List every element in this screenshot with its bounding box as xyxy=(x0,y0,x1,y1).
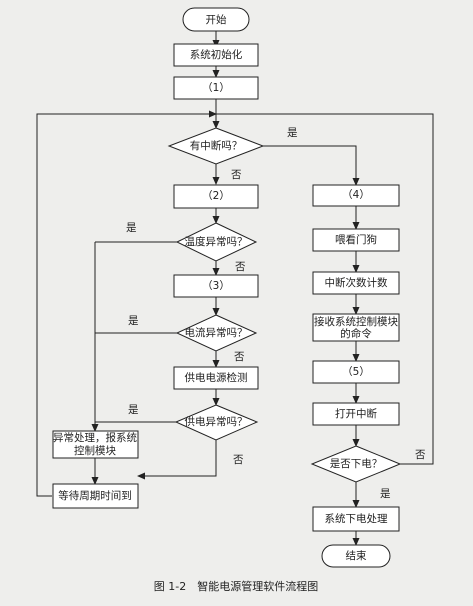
exception-label-line1: 异常处理，报系统 xyxy=(53,431,137,444)
open-int-box xyxy=(312,402,400,426)
edge-labels: 是 否 是 否 是 否 是 否 否 是 xyxy=(126,127,426,500)
init-box xyxy=(173,43,259,67)
node-labels: 开始 系统初始化 （1） 有中断吗？ （2） 温度异常吗？ （3） 电流异常吗？… xyxy=(53,13,398,562)
step1-box xyxy=(173,76,259,100)
current-no-label: 否 xyxy=(234,351,245,363)
step2-label: （2） xyxy=(202,190,230,202)
receive-label-line1: 接收系统控制模块 xyxy=(314,315,398,328)
current-label: 电流异常吗？ xyxy=(185,326,248,339)
edges xyxy=(36,31,434,546)
temp-yes-label: 是 xyxy=(126,222,137,234)
power-q-label: 供电异常吗？ xyxy=(185,415,248,428)
step1-label: （1） xyxy=(202,82,230,94)
step2-box xyxy=(173,184,259,209)
count-label: 中断次数计数 xyxy=(325,276,388,289)
step4-box xyxy=(312,184,400,207)
poweroff-yes-label: 是 xyxy=(380,488,391,500)
poweroff-no-label: 否 xyxy=(415,449,426,461)
poweroff-proc-label: 系统下电处理 xyxy=(325,512,388,525)
step5-label: （5） xyxy=(342,366,370,378)
figure-caption: 图 1-2 智能电源管理软件流程图 xyxy=(154,579,318,593)
interrupt-no-label: 否 xyxy=(231,169,242,181)
temp-label: 温度异常吗？ xyxy=(185,235,248,248)
power-check-label: 供电电源检测 xyxy=(185,371,248,384)
step5-box xyxy=(312,360,400,384)
count-box xyxy=(312,271,400,295)
nodes xyxy=(52,7,402,568)
interrupt-label: 有中断吗？ xyxy=(190,139,243,152)
poweroff-proc-box xyxy=(312,506,400,532)
receive-label-line2: 的命令 xyxy=(340,327,372,340)
watchdog-label: 喂看门狗 xyxy=(335,233,377,246)
power-no-label: 否 xyxy=(233,454,244,466)
step3-label: （3） xyxy=(202,280,230,292)
poweroff-decision xyxy=(310,445,402,483)
start-terminal xyxy=(182,7,250,32)
power-yes-label: 是 xyxy=(128,404,139,416)
poweroff-q-label: 是否下电？ xyxy=(330,457,383,470)
step3-box xyxy=(173,274,259,298)
temp-no-label: 否 xyxy=(235,261,246,273)
current-yes-label: 是 xyxy=(128,315,139,327)
receive-box xyxy=(312,313,400,342)
open-int-label: 打开中断 xyxy=(335,407,377,420)
edge-wait-loop xyxy=(36,110,217,497)
interrupt-yes-label: 是 xyxy=(287,127,298,139)
exception-label-line2: 控制模块 xyxy=(74,444,116,457)
end-terminal xyxy=(321,544,391,568)
power-decision xyxy=(174,404,259,441)
temp-decision xyxy=(175,222,258,262)
edge-interrupt-yes-step4 xyxy=(263,145,360,186)
step4-label: （4） xyxy=(342,189,370,201)
edge-poweroffq-no-loop xyxy=(216,113,434,465)
end-label: 结束 xyxy=(346,549,367,562)
start-label: 开始 xyxy=(206,13,227,26)
exception-box xyxy=(52,430,139,459)
edge-powerq-no-wait xyxy=(137,440,217,480)
current-decision xyxy=(175,314,258,352)
power-check-box xyxy=(173,366,259,390)
watchdog-box xyxy=(312,228,400,252)
wait-box xyxy=(52,483,139,509)
interrupt-decision xyxy=(167,127,265,165)
init-label: 系统初始化 xyxy=(190,48,243,61)
wait-label: 等待周期时间到 xyxy=(58,489,132,502)
